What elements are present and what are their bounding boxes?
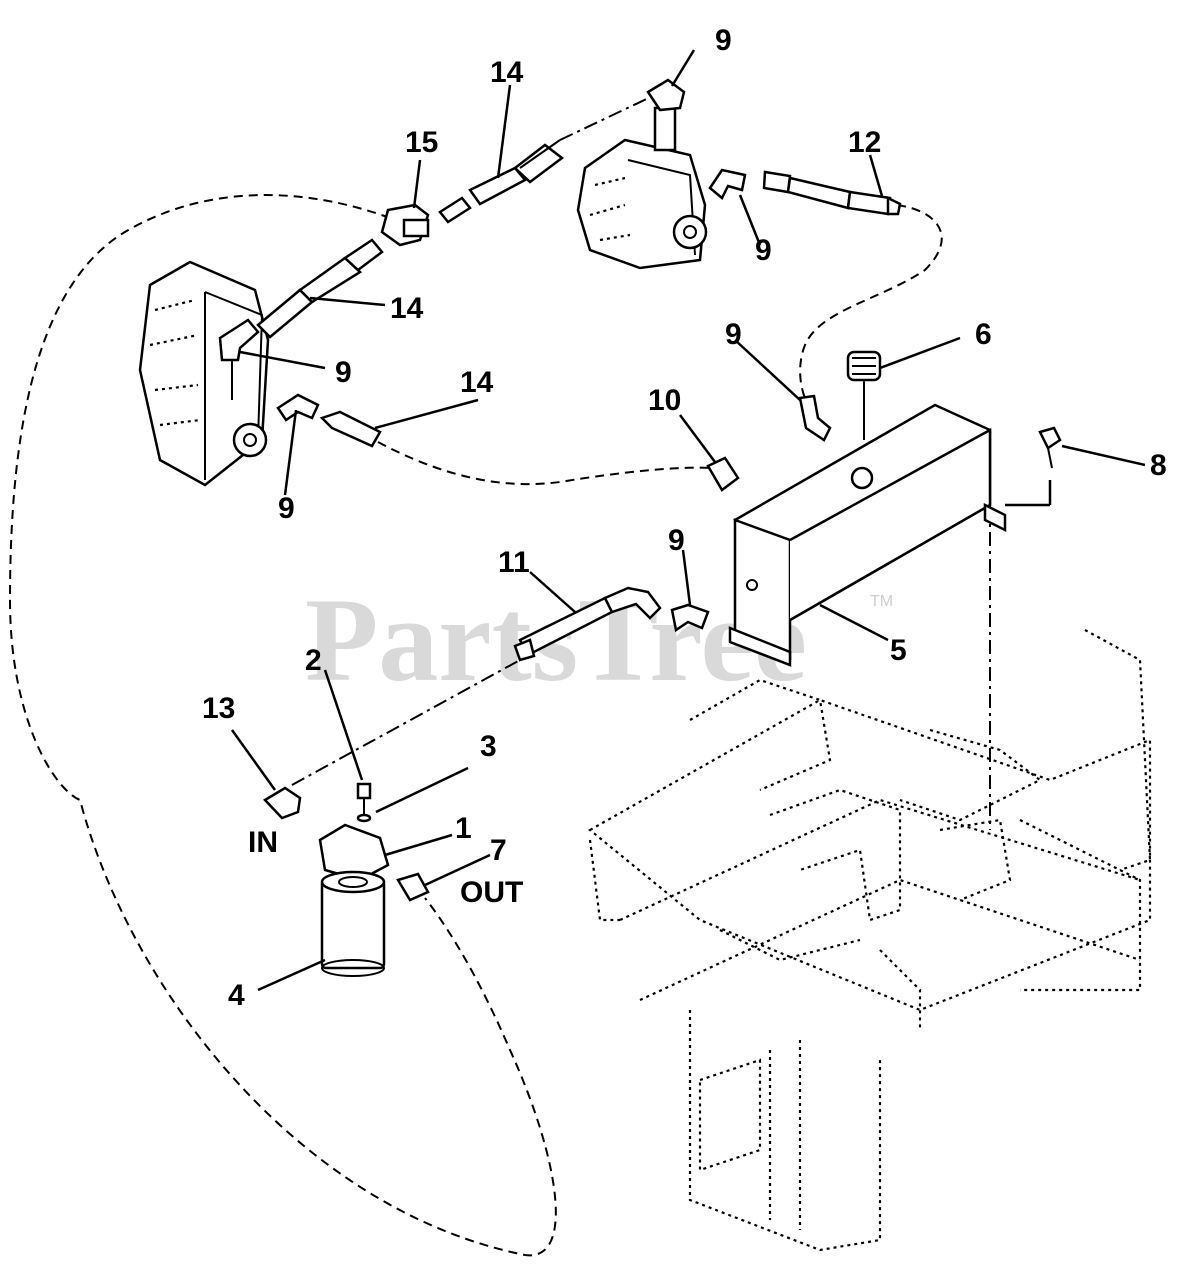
hose-14-middle bbox=[256, 238, 384, 339]
callout-5: 5 bbox=[890, 634, 907, 667]
elbow-fitting-9-left-bottom bbox=[276, 393, 320, 422]
hose-12-route bbox=[799, 204, 943, 401]
callout-4: 4 bbox=[228, 979, 245, 1012]
hose-12 bbox=[762, 170, 902, 216]
elbow-fitting-9-mid bbox=[708, 168, 747, 200]
alignment-line-13 bbox=[291, 659, 521, 786]
callout-1: 1 bbox=[455, 812, 472, 845]
hose-14-lower bbox=[319, 410, 382, 448]
fitting-7 bbox=[396, 872, 430, 902]
hose-11 bbox=[513, 586, 662, 662]
hose-14-top bbox=[438, 139, 565, 224]
callout-2: 2 bbox=[305, 644, 322, 677]
watermark-trademark: TM bbox=[870, 593, 893, 610]
callout-10: 10 bbox=[648, 384, 681, 417]
pump-left bbox=[138, 260, 270, 487]
callout-14-middle: 14 bbox=[390, 292, 424, 325]
filter-assembly bbox=[318, 823, 390, 977]
callout-14-top: 14 bbox=[490, 56, 524, 89]
alignment-line-9-top bbox=[559, 94, 656, 141]
hose-14-lower-route bbox=[377, 441, 713, 486]
elbow-fitting-9-tank-bottom bbox=[670, 603, 710, 633]
callout-12: 12 bbox=[848, 126, 881, 159]
callout-13: 13 bbox=[202, 692, 235, 725]
pump-upper-right bbox=[576, 106, 708, 270]
callout-3: 3 bbox=[480, 730, 497, 763]
label-out: OUT bbox=[460, 876, 523, 909]
callout-8: 8 bbox=[1150, 449, 1167, 482]
callout-9-upper: 9 bbox=[715, 24, 732, 57]
callout-11: 11 bbox=[498, 546, 530, 579]
label-in: IN bbox=[248, 826, 278, 859]
dipstick-cap-6 bbox=[846, 350, 882, 440]
callout-9-mid: 9 bbox=[755, 234, 772, 267]
return-hose-loop bbox=[8, 194, 557, 1257]
callout-6: 6 bbox=[975, 318, 992, 351]
elbow-fitting-9-left-top bbox=[218, 318, 260, 362]
callout-15: 15 bbox=[405, 126, 438, 159]
leader-lines bbox=[230, 49, 1146, 992]
washer-3 bbox=[356, 813, 372, 823]
bolt-8 bbox=[1038, 426, 1062, 469]
elbow-fitting-9-tank bbox=[798, 394, 832, 442]
tee-fitting-15 bbox=[380, 203, 430, 247]
callout-9-tank: 9 bbox=[725, 318, 742, 351]
elbow-fitting-13 bbox=[263, 786, 302, 820]
fitting-10 bbox=[706, 456, 740, 492]
hydraulic-tank-5 bbox=[728, 403, 1007, 667]
callout-9-left-top: 9 bbox=[335, 356, 352, 389]
callout-14-lower: 14 bbox=[460, 366, 494, 399]
elbow-fitting-9-upper bbox=[646, 78, 686, 112]
chassis-frame bbox=[588, 629, 1152, 1252]
callout-7: 7 bbox=[490, 834, 507, 867]
callout-9-tank-bottom: 9 bbox=[668, 524, 685, 557]
callout-9-left-bottom: 9 bbox=[278, 492, 295, 525]
